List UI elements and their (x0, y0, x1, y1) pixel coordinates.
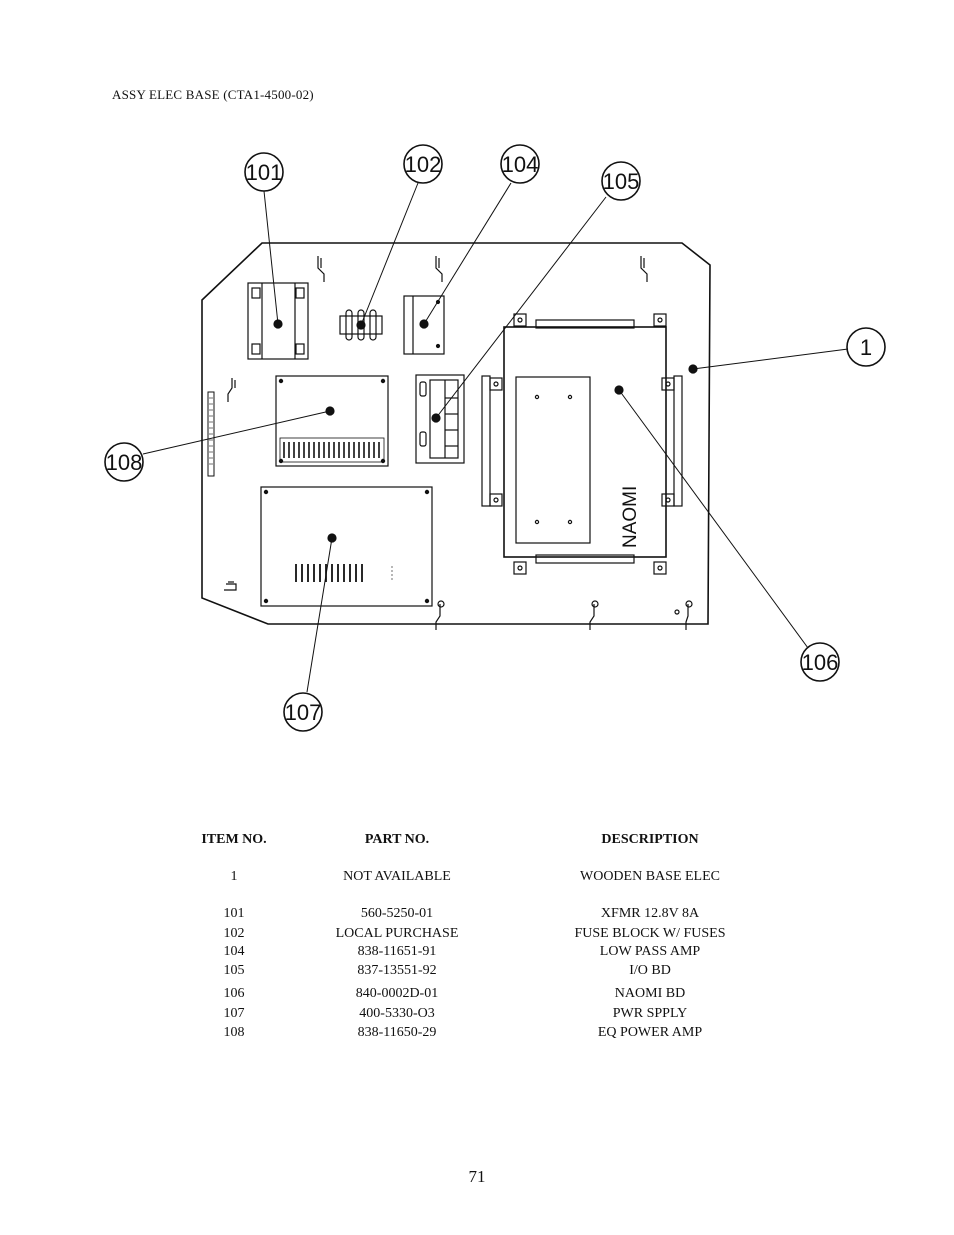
row-104-part: 838-11651-91 (357, 944, 437, 959)
callout-104: 104 (502, 152, 539, 177)
row-102-part: LOCAL PURCHASE (335, 926, 459, 941)
row-108-item: 108 (223, 1025, 245, 1040)
callout-balloon (244, 152, 284, 192)
row-104-item: 104 (223, 944, 245, 959)
row-105-desc: I/O BD (629, 963, 671, 978)
row-106-item: 106 (223, 986, 245, 1001)
base-edge-rail (207, 391, 215, 477)
header-part-no: PART NO. (364, 832, 430, 847)
callout-107: 107 (285, 700, 322, 725)
row-104-desc: LOW PASS AMP (599, 944, 701, 959)
callout-balloon (403, 144, 443, 184)
row-107-part: 400-5330-O3 (359, 1006, 435, 1021)
page-title: ASSY ELEC BASE (CTA1-4500-02) (112, 87, 314, 102)
eq-power-amp-108 (275, 375, 389, 467)
callout-106: 106 (802, 650, 839, 675)
callout-balloon (846, 327, 886, 367)
row-1-item: 1 (230, 869, 238, 884)
row-108-part: 838-11650-29 (357, 1025, 437, 1040)
assembly-diagram: NAOMI 101 102 104 105 1 108 106 107 (104, 144, 886, 732)
power-supply-107 (260, 486, 433, 607)
row-102-desc: FUSE BLOCK W/ FUSES (574, 926, 726, 941)
row-101-part: 560-5250-01 (360, 906, 434, 921)
callout-balloon (500, 144, 540, 184)
row-105-item: 105 (223, 963, 245, 978)
row-107-desc: PWR SPPLY (612, 1006, 688, 1021)
transformer-101 (247, 282, 309, 360)
callout-108: 108 (106, 450, 143, 475)
row-101-desc: XFMR 12.8V 8A (600, 906, 700, 921)
header-item-no: ITEM NO. (201, 832, 267, 847)
row-1-part: NOT AVAILABLE (343, 869, 451, 884)
io-board-105 (415, 374, 465, 464)
row-107-item: 107 (223, 1006, 245, 1021)
page-number: 71 (468, 1167, 486, 1186)
callout-balloon (601, 161, 641, 201)
callout-balloon (104, 442, 144, 482)
low-pass-amp-104 (403, 295, 445, 355)
row-105-part: 837-13551-92 (357, 963, 437, 978)
row-1-desc: WOODEN BASE ELEC (580, 869, 720, 884)
wooden-base-outline (201, 242, 711, 625)
callout-balloon (800, 642, 840, 682)
callout-balloon (283, 692, 323, 732)
naomi-board-label: NAOMI (620, 486, 641, 548)
callout-105: 105 (603, 169, 640, 194)
row-108-desc: EQ POWER AMP (597, 1025, 703, 1040)
callout-102: 102 (405, 152, 442, 177)
row-101-item: 101 (223, 906, 245, 921)
row-106-part: 840-0002D-01 (355, 986, 439, 1001)
row-102-item: 102 (223, 926, 245, 941)
naomi-board-106 (481, 313, 683, 575)
row-106-desc: NAOMI BD (614, 986, 686, 1001)
callout-balloons (104, 144, 886, 732)
callout-1: 1 (860, 335, 872, 360)
leader-lines (142, 182, 849, 693)
header-description: DESCRIPTION (601, 832, 699, 847)
callout-101: 101 (246, 160, 283, 185)
mounting-clips (224, 256, 693, 630)
